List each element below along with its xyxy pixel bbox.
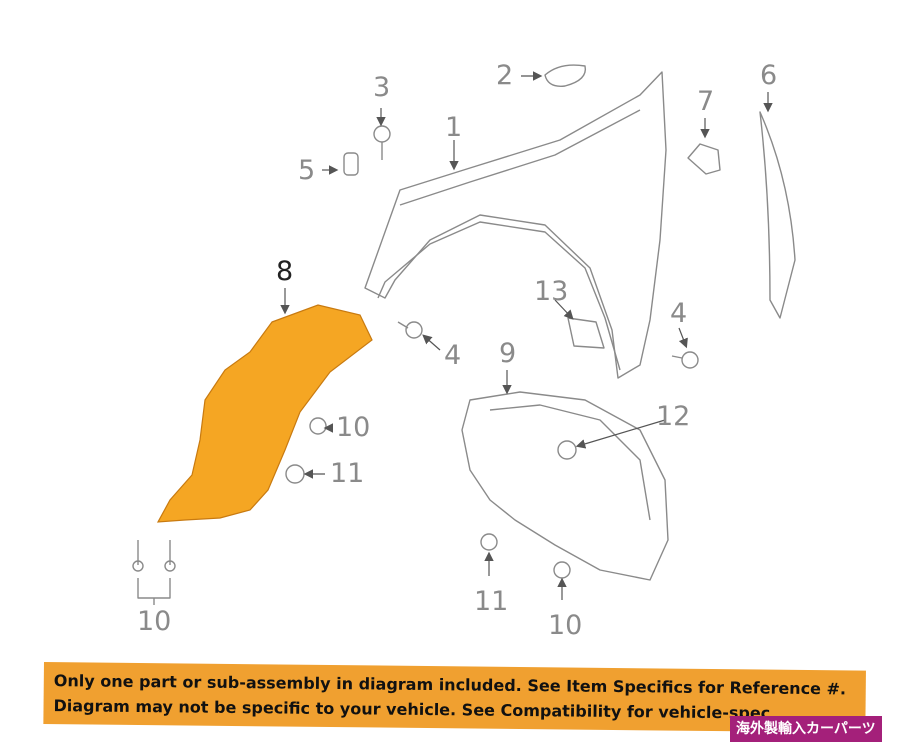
callout-9: 9 <box>499 338 517 369</box>
callout-4-left: 4 <box>444 340 462 371</box>
callout-1: 1 <box>445 112 463 143</box>
liner-part-9 <box>461 391 669 581</box>
clip-part-7 <box>687 143 721 175</box>
callout-3: 3 <box>373 72 391 103</box>
callout-10-mid: 10 <box>336 412 371 443</box>
callout-10-left: 10 <box>137 606 172 637</box>
callout-7: 7 <box>697 86 715 117</box>
callout-11-mid: 11 <box>330 458 365 489</box>
callout-12: 12 <box>656 401 691 432</box>
strip-part-6 <box>759 111 796 319</box>
callout-6: 6 <box>760 60 778 91</box>
callout-8: 8 <box>276 256 294 287</box>
shop-label: 海外製輸入カーパーツ <box>730 716 882 742</box>
callout-5: 5 <box>298 155 316 186</box>
fender-part-1 <box>364 71 667 379</box>
callout-10-bottom: 10 <box>548 610 583 641</box>
cap-part-2 <box>544 64 587 87</box>
callout-2: 2 <box>496 60 514 91</box>
parts-diagram: 8 3 5 2 1 6 7 13 4 4 9 12 10 11 10 11 10 <box>132 60 796 641</box>
wheelhouse-liner-part-8 <box>156 304 373 523</box>
bracket-part-13 <box>567 317 605 349</box>
callout-4-right: 4 <box>670 298 688 329</box>
parts-drawing <box>132 64 796 605</box>
spacer-part-5 <box>343 152 359 176</box>
callout-11-bottom: 11 <box>474 586 509 617</box>
disclaimer-line-2: Diagram may not be specific to your vehi… <box>53 696 771 723</box>
disclaimer-line-1: Only one part or sub-assembly in diagram… <box>53 671 847 699</box>
callout-13: 13 <box>534 276 569 307</box>
bolt-part-3 <box>373 125 391 143</box>
